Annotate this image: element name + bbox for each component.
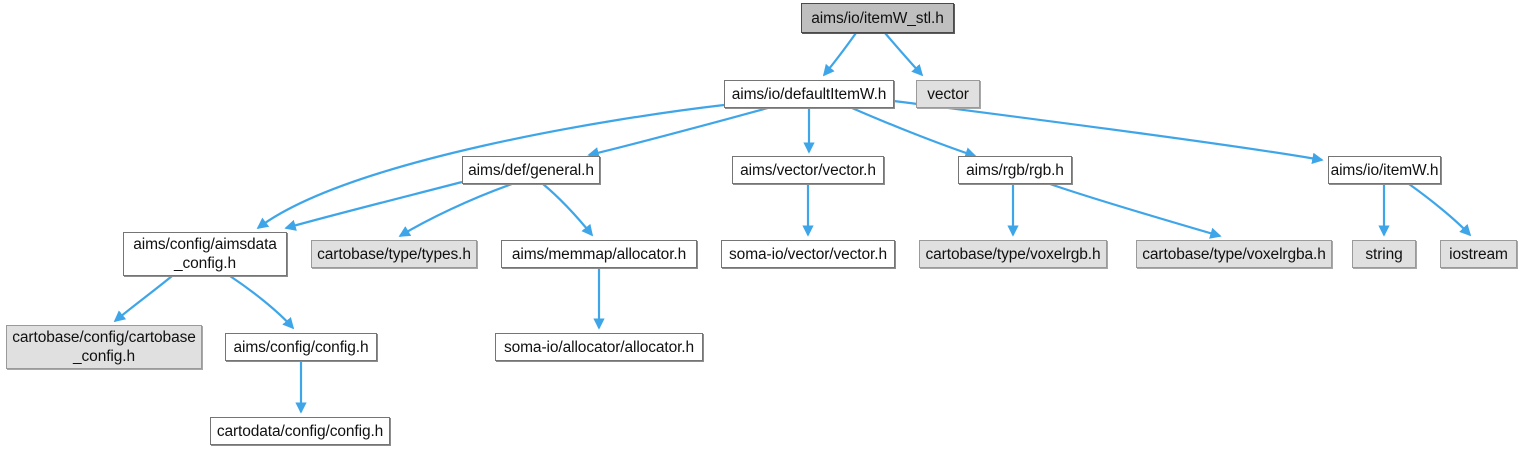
- edge-general-to-types: [398, 182, 513, 237]
- node-voxelrgb[interactable]: cartobase/type/voxelrgb.h: [919, 240, 1107, 268]
- node-itemW[interactable]: aims/io/itemW.h: [1328, 156, 1441, 184]
- edge-defaultItemW-to-rgb: [851, 106, 977, 159]
- node-memmap_alloc[interactable]: aims/memmap/allocator.h: [501, 240, 697, 268]
- node-label-itemW_stl: aims/io/itemW_stl.h: [811, 9, 944, 27]
- node-defaultItemW[interactable]: aims/io/defaultItemW.h: [724, 80, 894, 108]
- node-aims_vector[interactable]: aims/vector/vector.h: [732, 156, 884, 184]
- node-label-types: cartobase/type/types.h: [317, 245, 471, 263]
- node-label-voxelrgba: cartobase/type/voxelrgba.h: [1142, 245, 1326, 263]
- node-itemW_stl[interactable]: aims/io/itemW_stl.h: [801, 3, 954, 33]
- node-cartobase_config[interactable]: cartobase/config/cartobase _config.h: [6, 325, 202, 369]
- node-label-general: aims/def/general.h: [468, 161, 594, 179]
- edge-itemW-to-iostream_std: [1408, 183, 1472, 237]
- node-label-voxelrgb: cartobase/type/voxelrgb.h: [925, 245, 1101, 263]
- edge-general-to-aimsdata_config: [284, 180, 463, 231]
- edge-rgb-to-voxelrgba: [1049, 182, 1222, 239]
- edge-defaultItemW-to-general: [587, 106, 769, 159]
- node-rgb[interactable]: aims/rgb/rgb.h: [958, 156, 1072, 184]
- node-general[interactable]: aims/def/general.h: [462, 156, 600, 184]
- node-label-defaultItemW: aims/io/defaultItemW.h: [731, 85, 887, 103]
- node-aimsdata_config[interactable]: aims/config/aimsdata _config.h: [123, 232, 287, 276]
- node-label-aimsdata_config: aims/config/aimsdata _config.h: [133, 236, 277, 272]
- node-somaio_alloc[interactable]: soma-io/allocator/allocator.h: [495, 333, 703, 361]
- node-label-aims_config: aims/config/config.h: [233, 338, 369, 356]
- node-label-vector_std: vector: [927, 85, 969, 103]
- node-label-somaio_alloc: soma-io/allocator/allocator.h: [503, 338, 695, 356]
- node-label-iostream_std: iostream: [1449, 245, 1508, 263]
- node-string_std[interactable]: string: [1352, 240, 1416, 268]
- edge-itemW_stl-to-defaultItemW: [822, 32, 857, 77]
- node-voxelrgba[interactable]: cartobase/type/voxelrgba.h: [1136, 240, 1332, 268]
- node-iostream_std[interactable]: iostream: [1440, 240, 1517, 268]
- edge-aimsdata_config-to-aims_config: [229, 275, 295, 330]
- edge-general-to-memmap_alloc: [542, 183, 594, 237]
- edge-aimsdata_config-to-cartobase_config: [113, 275, 173, 323]
- node-label-cartodata_config: cartodata/config/config.h: [216, 422, 384, 440]
- node-label-rgb: aims/rgb/rgb.h: [966, 161, 1064, 179]
- node-label-aims_vector: aims/vector/vector.h: [740, 161, 876, 179]
- node-cartodata_config[interactable]: cartodata/config/config.h: [210, 417, 390, 445]
- node-types[interactable]: cartobase/type/types.h: [311, 240, 477, 268]
- node-label-itemW: aims/io/itemW.h: [1330, 161, 1439, 179]
- node-somaio_vector[interactable]: soma-io/vector/vector.h: [721, 240, 895, 268]
- edge-defaultItemW-to-aimsdata_config: [256, 103, 725, 230]
- node-label-string_std: string: [1365, 245, 1403, 263]
- edge-itemW_stl-to-vector_std: [884, 32, 924, 77]
- node-vector_std[interactable]: vector: [916, 80, 980, 108]
- node-aims_config[interactable]: aims/config/config.h: [225, 333, 377, 361]
- node-label-somaio_vector: soma-io/vector/vector.h: [729, 245, 887, 263]
- node-label-cartobase_config: cartobase/config/cartobase _config.h: [12, 329, 196, 365]
- node-label-memmap_alloc: aims/memmap/allocator.h: [511, 245, 687, 263]
